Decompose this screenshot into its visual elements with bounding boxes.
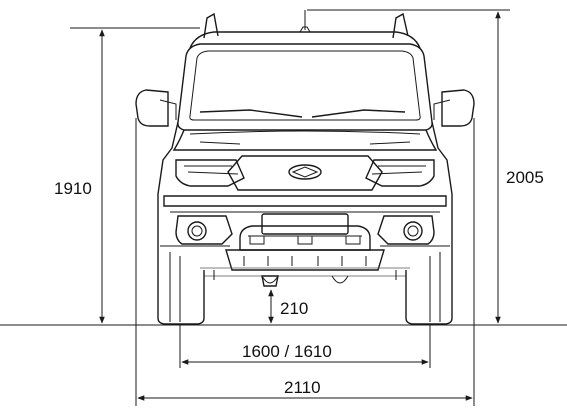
vehicle-outline [135,10,475,325]
dimension-height-roof: 1910 [54,27,200,324]
height-antenna-label: 2005 [506,168,544,187]
ground-clearance-label: 210 [280,299,308,318]
dimension-track: 1600 / 1610 [179,325,431,368]
dimension-width: 2110 [135,118,475,406]
track-label: 1600 / 1610 [242,342,332,361]
height-roof-label: 1910 [54,179,92,198]
dimension-height-antenna: 2005 [307,9,544,324]
width-label: 2110 [284,378,321,397]
dimension-ground-clearance: 210 [268,289,308,324]
